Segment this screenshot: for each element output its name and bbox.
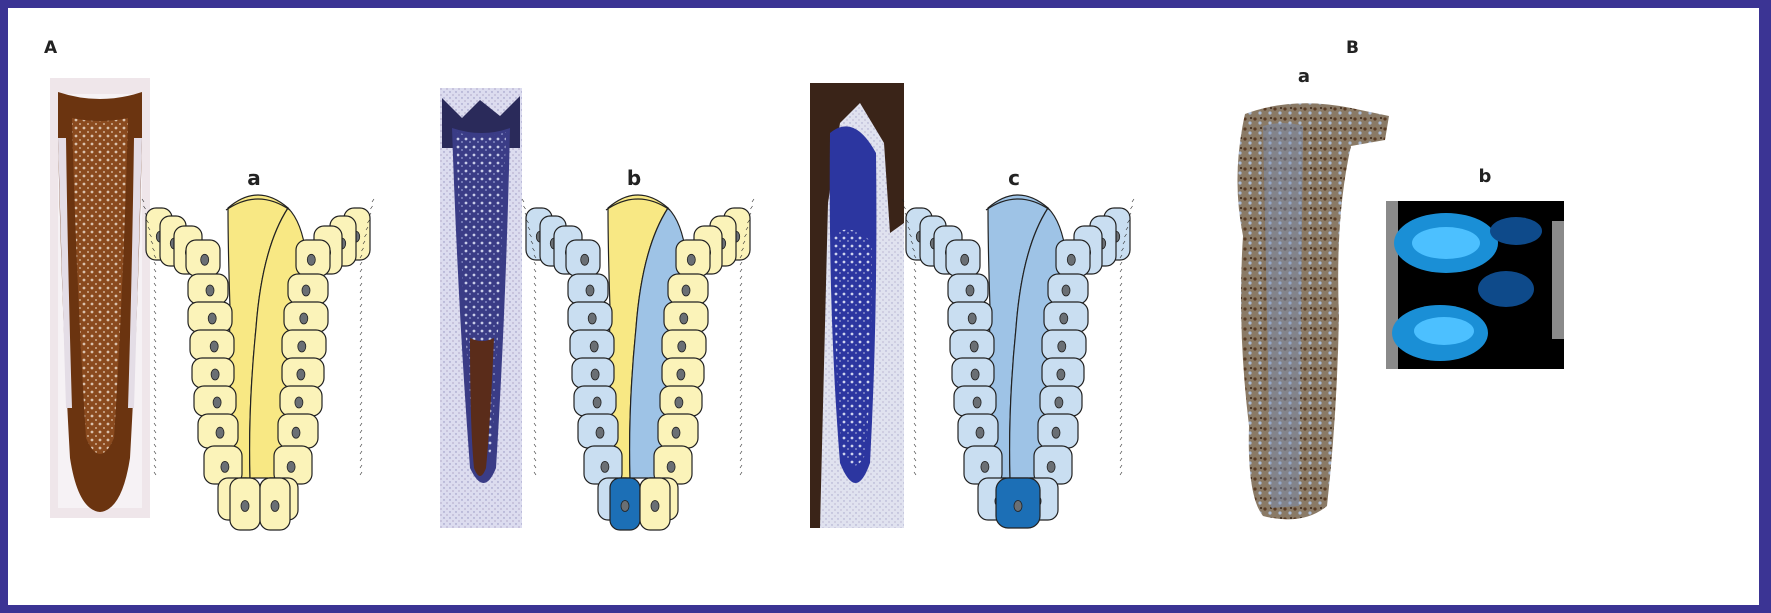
micrograph-brown bbox=[50, 78, 150, 518]
diagram-b-label: b bbox=[619, 166, 649, 190]
nucleus bbox=[300, 313, 308, 324]
nucleus bbox=[970, 341, 978, 352]
diagram-a-label: a bbox=[239, 166, 269, 190]
nucleus bbox=[593, 397, 601, 408]
nucleus bbox=[297, 369, 305, 380]
panel-b-label: B bbox=[1346, 38, 1359, 58]
nucleus bbox=[1047, 461, 1055, 472]
nucleus bbox=[961, 254, 969, 265]
nucleus bbox=[682, 285, 690, 296]
nucleus bbox=[590, 341, 598, 352]
nucleus bbox=[971, 369, 979, 380]
nucleus bbox=[966, 285, 974, 296]
nucleus bbox=[298, 341, 306, 352]
nucleus bbox=[588, 313, 596, 324]
nucleus bbox=[1055, 397, 1063, 408]
nucleus bbox=[667, 461, 675, 472]
panel-b-tissue-image bbox=[1223, 96, 1393, 526]
nucleus bbox=[1057, 369, 1065, 380]
nucleus bbox=[1062, 285, 1070, 296]
follicle-diagram-c bbox=[898, 188, 1138, 533]
nucleus bbox=[973, 397, 981, 408]
nucleus bbox=[208, 313, 216, 324]
nucleus bbox=[591, 369, 599, 380]
panel-b-fluorescence-image bbox=[1386, 201, 1564, 369]
nucleus bbox=[968, 313, 976, 324]
nucleus bbox=[1060, 313, 1068, 324]
nucleus bbox=[295, 397, 303, 408]
panel-a-label: A bbox=[44, 38, 57, 58]
nucleus bbox=[216, 427, 224, 438]
micrograph-blue bbox=[810, 83, 904, 528]
nucleus bbox=[596, 427, 604, 438]
nucleus bbox=[213, 397, 221, 408]
panel-b-sub-b-label: b bbox=[1470, 166, 1500, 187]
figure-frame: A B bbox=[8, 8, 1759, 605]
nucleus bbox=[677, 369, 685, 380]
nucleus bbox=[302, 285, 310, 296]
nucleus bbox=[221, 461, 229, 472]
nucleus bbox=[678, 341, 686, 352]
follicle-diagram-a bbox=[138, 188, 378, 533]
nucleus bbox=[206, 285, 214, 296]
nucleus bbox=[672, 427, 680, 438]
nucleus bbox=[581, 254, 589, 265]
nucleus bbox=[210, 341, 218, 352]
nucleus bbox=[201, 254, 209, 265]
nucleus bbox=[307, 254, 315, 265]
panel-b-sub-a-label: a bbox=[1289, 66, 1319, 87]
diagram-c-label: c bbox=[999, 166, 1029, 190]
nucleus bbox=[601, 461, 609, 472]
nucleus bbox=[981, 461, 989, 472]
nucleus bbox=[292, 427, 300, 438]
nucleus bbox=[1052, 427, 1060, 438]
micrograph-blue-brown bbox=[440, 88, 522, 528]
nucleus bbox=[675, 397, 683, 408]
nucleus bbox=[680, 313, 688, 324]
nucleus bbox=[1067, 254, 1075, 265]
nucleus bbox=[287, 461, 295, 472]
nucleus bbox=[1058, 341, 1066, 352]
nucleus bbox=[976, 427, 984, 438]
nucleus bbox=[586, 285, 594, 296]
nucleus bbox=[687, 254, 695, 265]
nucleus bbox=[211, 369, 219, 380]
follicle-diagram-b bbox=[518, 188, 758, 533]
